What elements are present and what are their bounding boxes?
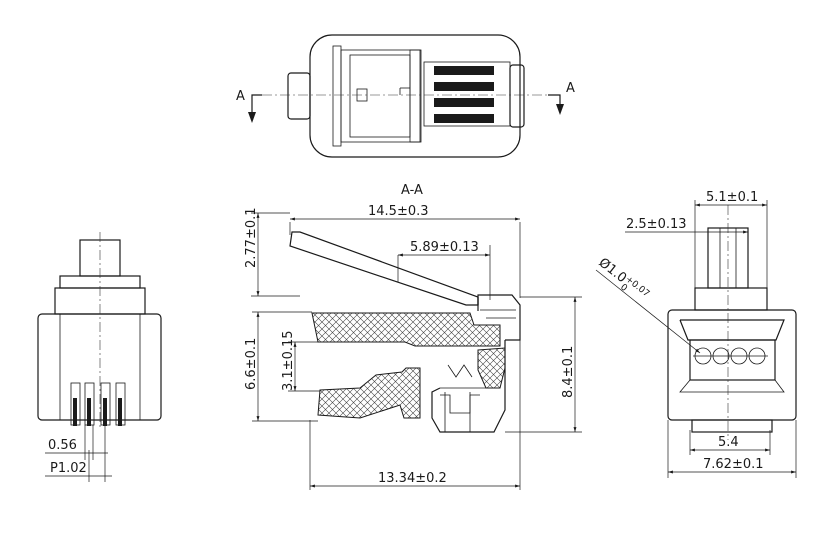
rear-contacts — [70, 382, 126, 426]
dim-contact-height-label: 3.1±0.15 — [281, 330, 296, 391]
section-title: A-A — [401, 183, 423, 198]
dim-latch-inner-width: 2.5±0.13 — [625, 217, 749, 240]
dim-latch-height-label: 2.77±0.1 — [244, 207, 259, 268]
dim-latch-offset: 5.89±0.13 — [397, 240, 491, 300]
dim-contact-width-label: 0.56 — [48, 438, 77, 453]
front-view — [667, 205, 797, 440]
top-view — [262, 34, 560, 158]
top-contact-strips — [423, 61, 511, 127]
dim-body-height-label: 6.6±0.1 — [244, 338, 259, 390]
dim-contact-pitch: P1.02 — [45, 425, 112, 482]
dim-latch-inner-width-label: 2.5±0.13 — [626, 217, 687, 232]
dim-hole-tol-lower: 0 — [618, 282, 629, 294]
rear-view — [37, 232, 162, 430]
dim-total-height: 8.4±0.1 — [505, 296, 582, 433]
dim-latch-offset-label: 5.89±0.13 — [410, 240, 479, 255]
dim-overall-length: 14.5±0.3 — [289, 204, 521, 298]
dim-contact-width: 0.56 — [45, 425, 108, 460]
dim-body-length-label: 13.34±0.2 — [378, 471, 447, 486]
housing-hatch — [311, 312, 501, 347]
dim-body-height: 6.6±0.1 — [244, 311, 318, 422]
section-label-right: A — [566, 81, 575, 96]
dim-overall-length-label: 14.5±0.3 — [368, 204, 429, 219]
dim-hole-diameter: Ø1.0 +0.07 0 — [596, 255, 701, 354]
dim-total-height-label: 8.4±0.1 — [561, 346, 576, 398]
section-view: A-A — [289, 183, 521, 433]
dim-latch-height: 2.77±0.1 — [244, 207, 300, 297]
section-arrow-right: A — [548, 81, 575, 115]
dim-contact-span-label: 5.4 — [718, 435, 739, 450]
section-label-left: A — [236, 89, 245, 104]
dim-body-length: 13.34±0.2 — [309, 340, 521, 490]
dim-contact-pitch-label: P1.02 — [50, 461, 87, 476]
dim-contact-height: 3.1±0.15 — [281, 330, 320, 392]
section-arrow-left: A — [236, 89, 262, 123]
dim-latch-width-label: 5.1±0.1 — [706, 190, 758, 205]
dim-contact-span: 5.4 — [689, 430, 771, 455]
dim-body-width-label: 7.62±0.1 — [703, 457, 764, 472]
dim-body-width: 7.62±0.1 — [667, 420, 797, 478]
dim-latch-width: 5.1±0.1 — [694, 190, 768, 288]
